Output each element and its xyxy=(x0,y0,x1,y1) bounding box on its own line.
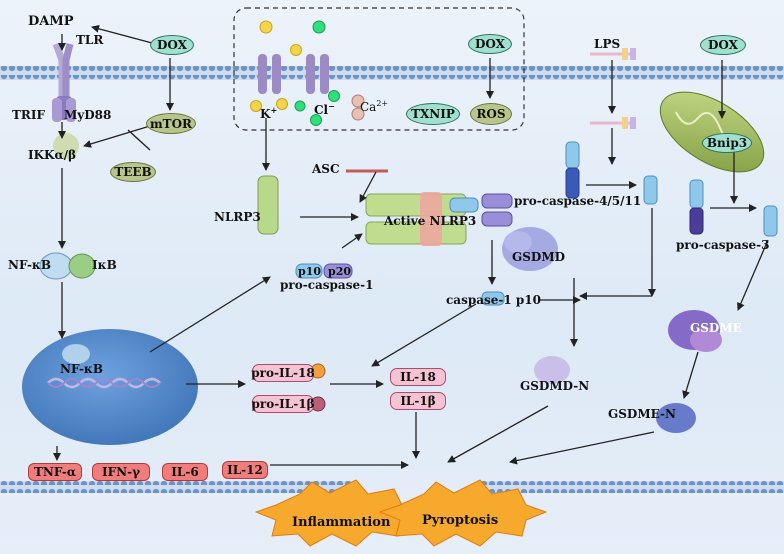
trif-myd88-adaptors xyxy=(52,98,76,122)
caspase-3-active-shape xyxy=(763,205,778,237)
dox-left-pill: DOX xyxy=(150,35,194,55)
calcium-ions xyxy=(351,94,365,121)
mitochondrion-shape xyxy=(659,91,765,173)
ros-pill: ROS xyxy=(470,103,512,125)
p10-label: p10 xyxy=(298,265,321,278)
pro-caspase-3-label: pro-caspase-3 xyxy=(676,238,770,252)
dox-box-pill: DOX xyxy=(468,34,512,54)
mtor-pill: mTOR xyxy=(146,113,196,134)
ikb-label: IκB xyxy=(92,258,117,272)
gsdmd-n-protein-shape xyxy=(534,356,570,384)
ifn-gamma-box: IFN-γ xyxy=(92,463,150,481)
potassium-ions xyxy=(250,20,302,112)
gsdme-protein-shape xyxy=(668,310,722,352)
plasma-membrane-top xyxy=(0,66,784,80)
ikk-complex-shape xyxy=(53,133,79,159)
caspase-4511-active-shape xyxy=(643,175,658,205)
txnip-pill: TXNIP xyxy=(406,103,460,125)
pro-il18-box: pro-IL-18 xyxy=(251,364,315,382)
gsdmd-label: GSDMD xyxy=(512,250,566,264)
trif-label: TRIF xyxy=(12,108,46,122)
inflammation-label: Inflammation xyxy=(292,515,391,530)
gsdme-n-protein-shape xyxy=(656,403,696,433)
ca-ion-label: Ca2+ xyxy=(360,99,389,114)
tnf-alpha-box: TNF-α xyxy=(28,463,82,481)
k-ion-label: K+ xyxy=(260,105,278,121)
pathway-arrows xyxy=(53,24,769,469)
teeb-inhibit-line xyxy=(127,129,151,151)
gsdmd-protein-shape xyxy=(502,227,558,271)
nfkb-label: NF-κB xyxy=(8,258,52,272)
lps-molecule-intracellular xyxy=(590,117,636,129)
pyroptosis-burst-shape xyxy=(378,479,548,547)
chloride-ions xyxy=(294,20,340,126)
pro-caspase-1-shape xyxy=(295,263,353,279)
chloride-channel-shape xyxy=(306,54,329,94)
ion-channel-dashed-box xyxy=(233,7,525,131)
nfkb-ikb-complex-shape xyxy=(39,252,96,280)
dox-right-pill: DOX xyxy=(700,35,746,55)
il12-box: IL-12 xyxy=(222,461,268,479)
bnip3-pill: Bnip3 xyxy=(702,133,752,153)
gsdme-label: GSDME xyxy=(690,321,742,335)
gsdmd-n-label: GSDMD-N xyxy=(520,379,590,393)
damp-label: DAMP xyxy=(28,14,74,29)
plasma-membrane-bottom-right xyxy=(478,481,784,493)
lps-label: LPS xyxy=(594,37,621,51)
nlrp3-inactive-shape xyxy=(257,175,279,235)
pyroptosis-label: Pyroptosis xyxy=(422,513,499,528)
ikk-label: IKKα/β xyxy=(28,148,77,162)
active-nlrp3-label: Active NLRP3 xyxy=(384,214,477,228)
asc-label: ASC xyxy=(312,162,340,176)
gsdme-n-label: GSDME-N xyxy=(608,407,676,421)
nucleus-nfkb-label: NF-κB xyxy=(60,362,104,376)
pro-caspase-3-shape xyxy=(689,179,704,235)
lps-molecule-extracellular xyxy=(590,48,636,60)
il1b-box: IL-1β xyxy=(390,392,446,410)
nlrp3-label: NLRP3 xyxy=(214,210,261,224)
tlr-label: TLR xyxy=(76,33,104,47)
pro-caspase-4511-label: pro-caspase-4/5/11 xyxy=(514,194,642,208)
pro-il1b-box: pro-IL-1β xyxy=(251,395,315,413)
dna-strand-shape xyxy=(47,377,161,389)
il6-box: IL-6 xyxy=(162,463,208,481)
cl-ion-label: Cl− xyxy=(314,101,335,117)
caspase-1-p10-shape xyxy=(481,291,505,306)
potassium-channel-shape xyxy=(258,54,281,94)
pro-caspase-1-label: pro-caspase-1 xyxy=(280,278,374,292)
myd88-label: MyD88 xyxy=(64,108,112,122)
il18-box: IL-18 xyxy=(390,368,446,386)
plasma-membrane-bottom-left xyxy=(0,481,358,493)
pro-caspase-4511-shape xyxy=(565,141,580,199)
p20-label: p20 xyxy=(328,265,351,278)
caspase-1-p10-label: caspase-1 p10 xyxy=(446,293,541,307)
active-nlrp3-inflammasome-shape xyxy=(365,192,513,246)
nucleus-shape xyxy=(22,329,198,445)
teeb-pill: TEEB xyxy=(110,162,156,182)
nucleus-nfkb-shape xyxy=(62,344,90,364)
